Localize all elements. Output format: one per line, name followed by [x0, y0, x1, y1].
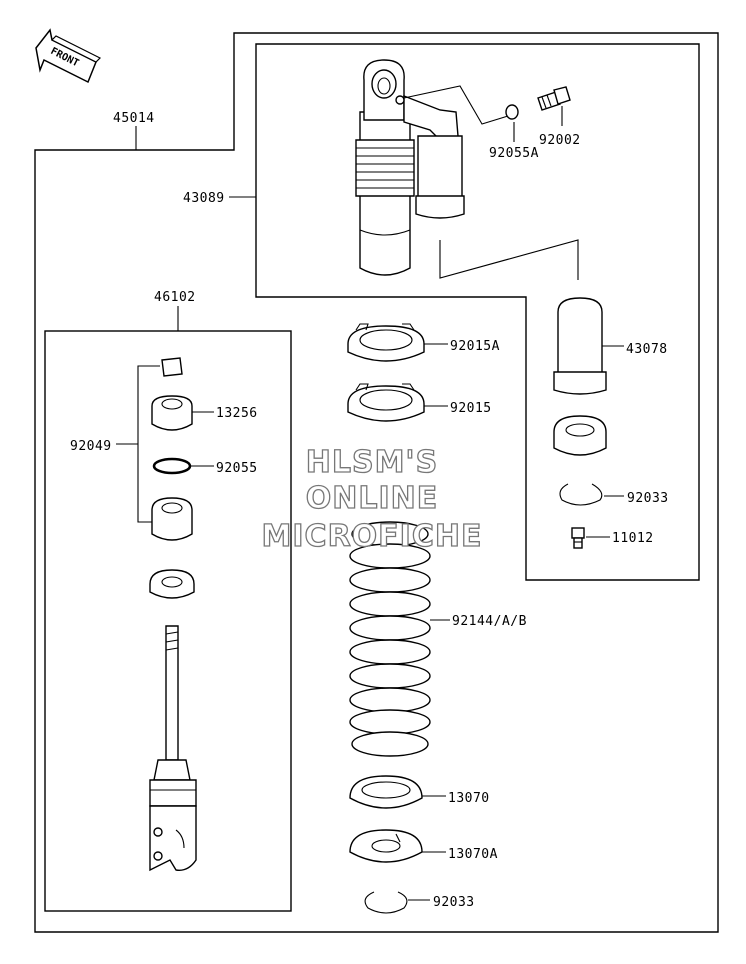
part-13256-bumper [151, 395, 193, 431]
front-arrow-icon: FRONT [35, 28, 102, 84]
label-13256: 13256 [216, 406, 258, 421]
label-92055: 92055 [216, 461, 258, 476]
part-11012-valve [571, 527, 585, 549]
label-92144: 92144/A/B [452, 614, 527, 629]
label-11012: 11012 [612, 531, 654, 546]
bracket-92049 [137, 365, 160, 523]
reservoir-link-line [439, 239, 579, 280]
part-92033-circlip-upper [559, 483, 603, 506]
watermark: HLSM'S ONLINE MICROFICHE [261, 444, 483, 554]
frame-43089 [255, 43, 700, 581]
part-13070-seat [349, 775, 423, 809]
label-92033-upper: 92033 [627, 491, 669, 506]
part-92033-circlip-lower [364, 891, 408, 914]
part-46102-washer [149, 569, 195, 599]
reservoir-cap [553, 415, 607, 456]
part-92144-spring [349, 521, 431, 757]
part-92015A-nut [347, 323, 425, 362]
label-13070: 13070 [448, 791, 490, 806]
label-43078: 43078 [626, 342, 668, 357]
part-92055-oring [152, 457, 192, 475]
label-46102: 46102 [154, 290, 196, 305]
shock-body [355, 59, 465, 276]
label-13070A: 13070A [448, 847, 498, 862]
label-43089: 43089 [183, 191, 225, 206]
label-92049: 92049 [70, 439, 112, 454]
part-92015-nut [347, 383, 425, 422]
part-46102-cup [151, 497, 193, 541]
leader-92055A-link [403, 85, 509, 125]
part-46102-nut [161, 357, 183, 377]
outer-frame-45014 [34, 32, 719, 933]
watermark-line2: ONLINE [306, 481, 439, 516]
label-92033-lower: 92033 [433, 895, 475, 910]
watermark-line3: MICROFICHE [262, 519, 483, 554]
label-92015A: 92015A [450, 339, 500, 354]
label-92015: 92015 [450, 401, 492, 416]
label-92002: 92002 [539, 133, 581, 148]
part-46102-damper-rod [149, 625, 197, 872]
part-92002-bolt [537, 86, 571, 111]
part-13070A-seat [349, 829, 423, 863]
part-92055A-oring [505, 104, 519, 120]
label-92055A: 92055A [489, 146, 539, 161]
watermark-line1: HLSM'S [306, 445, 438, 480]
label-45014: 45014 [113, 111, 155, 126]
frame-46102 [44, 330, 292, 912]
part-43078-reservoir [553, 297, 607, 395]
